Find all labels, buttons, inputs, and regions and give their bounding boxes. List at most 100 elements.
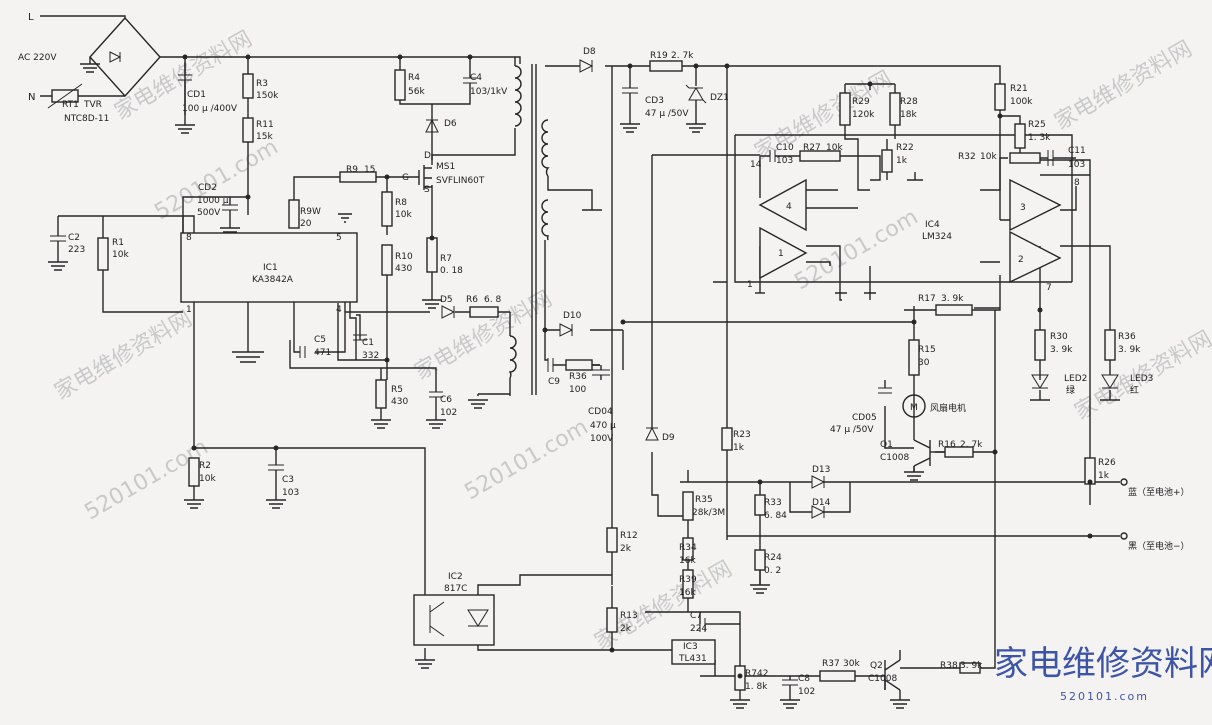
label-out-pos: 蓝（至电池+） bbox=[1128, 486, 1190, 498]
label-r35: R35 bbox=[695, 495, 713, 505]
label-amp3: 3 bbox=[1020, 203, 1026, 213]
label-r12v: 2k bbox=[620, 544, 632, 554]
label-r2v: 10k bbox=[199, 474, 216, 484]
label-d10: D10 bbox=[563, 311, 582, 321]
label-r39: R39 bbox=[679, 575, 697, 585]
label-r32v: 10k bbox=[980, 152, 997, 162]
label-d9: D9 bbox=[662, 433, 675, 443]
label-r30v: 3. 9k bbox=[1050, 345, 1073, 355]
label-c7v: 224 bbox=[690, 624, 707, 634]
label-cd3v: 47 μ /50V bbox=[645, 109, 689, 119]
label-q2v: C1008 bbox=[868, 674, 897, 684]
label-r16v: 2. 7k bbox=[960, 440, 983, 450]
watermark-text: 家电维修资料网 bbox=[1051, 37, 1197, 136]
label-ms1: MS1 bbox=[436, 162, 455, 172]
wires bbox=[40, 15, 1120, 690]
label-r25: R25 bbox=[1028, 120, 1046, 130]
label-r27v: 10k bbox=[826, 143, 843, 153]
label-ic3: IC3 bbox=[683, 642, 698, 652]
label-r36a: R36 bbox=[569, 372, 587, 382]
label-r30: R30 bbox=[1050, 332, 1068, 342]
label-amp1: 1 bbox=[778, 249, 784, 259]
label-c5v: 471 bbox=[314, 348, 331, 358]
label-r16: R16 bbox=[938, 440, 956, 450]
label-r1v: 10k bbox=[112, 250, 129, 260]
label-d14: D14 bbox=[812, 498, 831, 508]
label-ic1-part: KA3842A bbox=[252, 275, 294, 285]
label-cd05: CD05 bbox=[852, 413, 877, 423]
label-led3: LED3 bbox=[1130, 374, 1153, 384]
label-r17v: 3. 9k bbox=[941, 294, 964, 304]
label-c11v: 103 bbox=[1068, 160, 1085, 170]
label-out-neg: 黑（至电池−） bbox=[1128, 540, 1190, 552]
label-ic1-pin8: 8 bbox=[186, 233, 192, 243]
label-ic1-pin4: 4 bbox=[336, 305, 342, 315]
label-d5: D5 bbox=[440, 295, 453, 305]
label-r10: R10 bbox=[395, 252, 413, 262]
label-r19: R19 bbox=[650, 51, 668, 61]
label-r26: R26 bbox=[1098, 458, 1116, 468]
label-c1: C1 bbox=[362, 338, 374, 348]
label-r34: R34 bbox=[679, 543, 697, 553]
label-r1: R1 bbox=[112, 238, 124, 248]
label-r4: R4 bbox=[408, 73, 420, 83]
label-r19v: 2. 7k bbox=[671, 51, 694, 61]
label-r7: R7 bbox=[440, 254, 452, 264]
label-ic4-pin1: 1 bbox=[747, 280, 753, 290]
label-c7: C7 bbox=[690, 611, 702, 621]
label-ic2-part: 817C bbox=[444, 584, 467, 594]
label-r37v: 30k bbox=[843, 659, 860, 669]
label-r11: R11 bbox=[256, 120, 274, 130]
label-d13: D13 bbox=[812, 465, 830, 475]
label-ic1-pin5: 5 bbox=[336, 233, 342, 243]
label-r4v: 56k bbox=[408, 87, 425, 97]
ic2-body bbox=[413, 594, 495, 646]
label-rt1-part: NTC8D-11 bbox=[64, 114, 109, 124]
label-r22: R22 bbox=[896, 143, 914, 153]
site-logo: 家电维修资料网 520101.com bbox=[994, 644, 1212, 703]
label-r9wv: 20 bbox=[300, 219, 312, 229]
label-r33v: 6. 84 bbox=[764, 511, 787, 521]
label-r32: R32 bbox=[958, 152, 976, 162]
label-ic2: IC2 bbox=[448, 572, 463, 582]
label-c9: C9 bbox=[548, 377, 560, 387]
label-ms1-part: SVFLIN60T bbox=[436, 176, 485, 186]
label-mos-s: S bbox=[424, 185, 430, 195]
label-r39v: 16k bbox=[679, 588, 696, 598]
label-ic4-part: LM324 bbox=[922, 232, 952, 242]
label-r29v: 120k bbox=[852, 110, 875, 120]
label-r7v: 0. 18 bbox=[440, 266, 463, 276]
label-r22v: 1k bbox=[896, 156, 908, 166]
label-cd2v2: 500V bbox=[197, 208, 221, 218]
label-ic1-pin1: 1 bbox=[186, 305, 192, 315]
label-r12: R12 bbox=[620, 531, 638, 541]
label-r33: R33 bbox=[764, 498, 782, 508]
label-r36av: 100 bbox=[569, 385, 586, 395]
label-c2v: 223 bbox=[68, 245, 85, 255]
label-cd05v: 47 μ /50V bbox=[830, 425, 874, 435]
label-r26v: 1k bbox=[1098, 471, 1110, 481]
label-cd04v1: 470 μ bbox=[590, 421, 616, 431]
label-dz1: DZ1 bbox=[710, 93, 729, 103]
label-r34v: 16k bbox=[679, 556, 696, 566]
label-c4: C4 bbox=[470, 73, 482, 83]
label-rt1: RT1 bbox=[62, 100, 79, 110]
label-r21: R21 bbox=[1010, 84, 1028, 94]
label-c6v: 102 bbox=[440, 408, 457, 418]
label-c11: C11 bbox=[1068, 146, 1086, 156]
label-cd04: CD04 bbox=[588, 407, 613, 417]
symbols bbox=[47, 51, 1128, 709]
label-r13v: 2k bbox=[620, 624, 632, 634]
label-cd1v: 100 μ /400V bbox=[182, 104, 238, 114]
label-r24: R24 bbox=[764, 553, 782, 563]
label-r5v: 430 bbox=[391, 397, 408, 407]
label-r27: R27 bbox=[803, 143, 821, 153]
label-fan: 风扇电机 bbox=[930, 402, 966, 414]
label-mos-d: D bbox=[424, 151, 431, 161]
label-r5: R5 bbox=[391, 385, 403, 395]
label-c10v: 103 bbox=[776, 156, 793, 166]
label-ic4-pin7: 7 bbox=[1046, 283, 1052, 293]
label-q1: Q1 bbox=[880, 440, 893, 450]
